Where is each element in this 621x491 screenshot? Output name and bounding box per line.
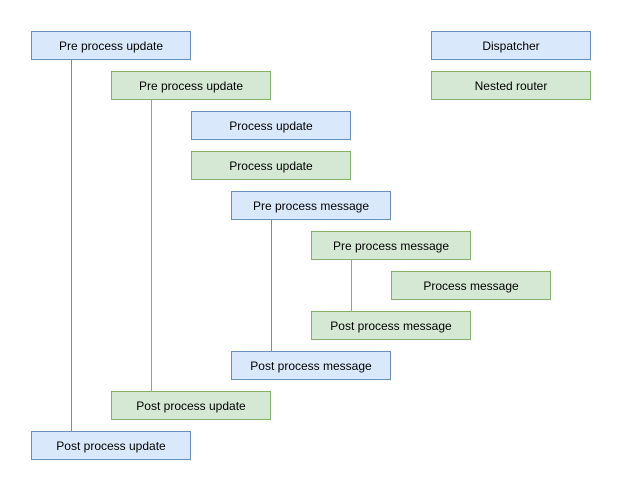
node-pre-process-message-router: Pre process message	[311, 231, 471, 260]
node-post-process-update-router: Post process update	[111, 391, 271, 420]
node-process-message-router: Process message	[391, 271, 551, 300]
node-pre-process-update-router: Pre process update	[111, 71, 271, 100]
node-process-update-router: Process update	[191, 151, 351, 180]
connector-update-router-lifeline	[151, 100, 152, 391]
node-post-process-message-dispatcher: Post process message	[231, 351, 391, 380]
node-post-process-update-dispatcher: Post process update	[31, 431, 191, 460]
connector-update-dispatcher-lifeline	[71, 60, 72, 431]
node-post-process-message-router: Post process message	[311, 311, 471, 340]
node-pre-process-update-dispatcher: Pre process update	[31, 31, 191, 60]
node-pre-process-message-dispatcher: Pre process message	[231, 191, 391, 220]
legend-nested-router: Nested router	[431, 71, 591, 100]
connector-message-router-lifeline	[351, 260, 352, 311]
node-process-update-dispatcher: Process update	[191, 111, 351, 140]
legend-dispatcher: Dispatcher	[431, 31, 591, 60]
connector-message-dispatcher-lifeline	[271, 220, 272, 351]
